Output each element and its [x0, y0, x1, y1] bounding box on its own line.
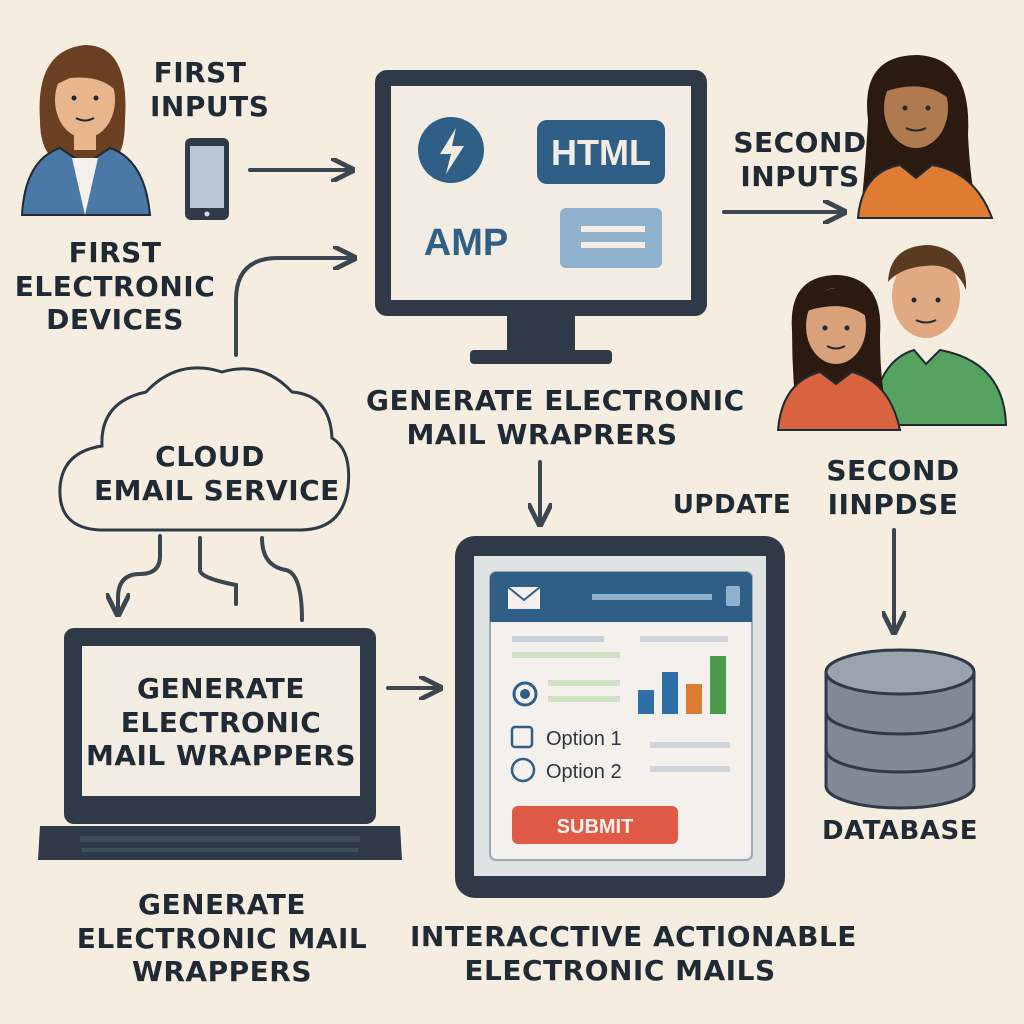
laptop-screen-line: GENERATE: [137, 672, 305, 705]
text-line: [548, 680, 620, 686]
database-label: DATABASE: [822, 816, 978, 846]
first-devices-line: DEVICES: [46, 303, 184, 337]
first-user-avatar: [20, 45, 152, 216]
lightning-bolt-icon: [418, 117, 484, 183]
cloud-shape: [58, 366, 351, 532]
cloud-line: EMAIL SERVICE: [94, 473, 340, 507]
envelope-icon: [507, 586, 541, 609]
update-label: UPDATE: [672, 490, 792, 520]
text-line: [650, 766, 730, 772]
first-devices-line: FIRST: [68, 236, 162, 269]
database-icon: [824, 648, 976, 810]
second-inputs-label: SECOND INPUTS: [728, 126, 872, 193]
tablet-caption-line: ELECTRONIC MAILS: [464, 953, 776, 987]
smartphone-icon: [185, 138, 229, 220]
radio-selected[interactable]: [512, 681, 538, 707]
submit-label: SUBMIT: [557, 816, 634, 838]
html-badge-text: HTML: [551, 132, 651, 173]
woman-avatar: [776, 275, 902, 431]
radio-dot: [520, 689, 530, 699]
arrow-cloud-to-monitor: [234, 258, 352, 357]
first-devices-line: ELECTRONIC: [14, 269, 216, 303]
second-inpdse-line: SECOND: [826, 454, 960, 487]
arrow-cloud-to-laptop: [118, 534, 162, 612]
cloud-email-service-label: CLOUD EMAIL SERVICE: [94, 440, 340, 507]
monitor-caption-line: MAIL WRAPRERS: [406, 417, 678, 451]
man-avatar: [870, 245, 1008, 426]
text-line: [650, 742, 730, 748]
laptop-caption-line: WRAPPERS: [131, 955, 312, 989]
option2-label: Option 2: [546, 761, 622, 783]
connector-cloud-to-laptop: [260, 536, 304, 622]
monitor-caption: GENERATE ELECTRONIC MAIL WRAPRERS: [366, 384, 745, 451]
second-inputs-line: SECOND: [733, 126, 867, 159]
bar-chart-icon: [638, 656, 726, 714]
text-line: [512, 636, 604, 642]
email-header-tab: [726, 586, 740, 606]
text-line: [548, 696, 620, 702]
laptop-caption-line: ELECTRONIC MAIL: [76, 921, 368, 955]
text-line: [512, 652, 620, 658]
second-inpdse-label: SECOND IINPDSE: [810, 454, 976, 521]
second-inpdse-line: IINPDSE: [827, 487, 959, 521]
first-inputs-line: FIRST: [153, 56, 247, 89]
cloud-line: CLOUD: [155, 440, 265, 473]
submit-button[interactable]: [512, 806, 678, 844]
option1-label: Option 1: [546, 728, 622, 750]
tablet-caption: INTERACCTIVE ACTIONABLE ELECTRONIC MAILS: [410, 920, 857, 987]
monitor-caption-line: GENERATE ELECTRONIC: [366, 384, 745, 417]
email-header-line: [592, 594, 712, 600]
first-inputs-line: INPUTS: [150, 89, 270, 123]
laptop-screen-text: GENERATE ELECTRONIC MAIL WRAPPERS: [82, 672, 360, 773]
first-inputs-label: FIRST INPUTS: [150, 56, 270, 123]
second-inputs-line: INPUTS: [740, 159, 860, 193]
amp-text: AMP: [424, 222, 508, 264]
option2-radio[interactable]: [510, 757, 536, 783]
laptop-caption-line: GENERATE: [138, 888, 306, 921]
laptop: [38, 628, 402, 860]
second-user-avatar: [856, 55, 994, 219]
message-card-icon: [560, 208, 662, 268]
laptop-caption: GENERATE ELECTRONIC MAIL WRAPPERS: [56, 888, 388, 989]
first-electronic-devices-label: FIRST ELECTRONIC DEVICES: [10, 236, 220, 337]
connector-cloud-down: [198, 536, 238, 606]
laptop-screen-line: MAIL WRAPPERS: [85, 739, 357, 773]
option1-checkbox[interactable]: [510, 725, 534, 749]
tablet-caption-line: INTERACCTIVE ACTIONABLE: [410, 920, 857, 953]
html-badge: [537, 120, 665, 184]
laptop-screen-line: ELECTRONIC: [120, 705, 322, 739]
text-line: [640, 636, 728, 642]
